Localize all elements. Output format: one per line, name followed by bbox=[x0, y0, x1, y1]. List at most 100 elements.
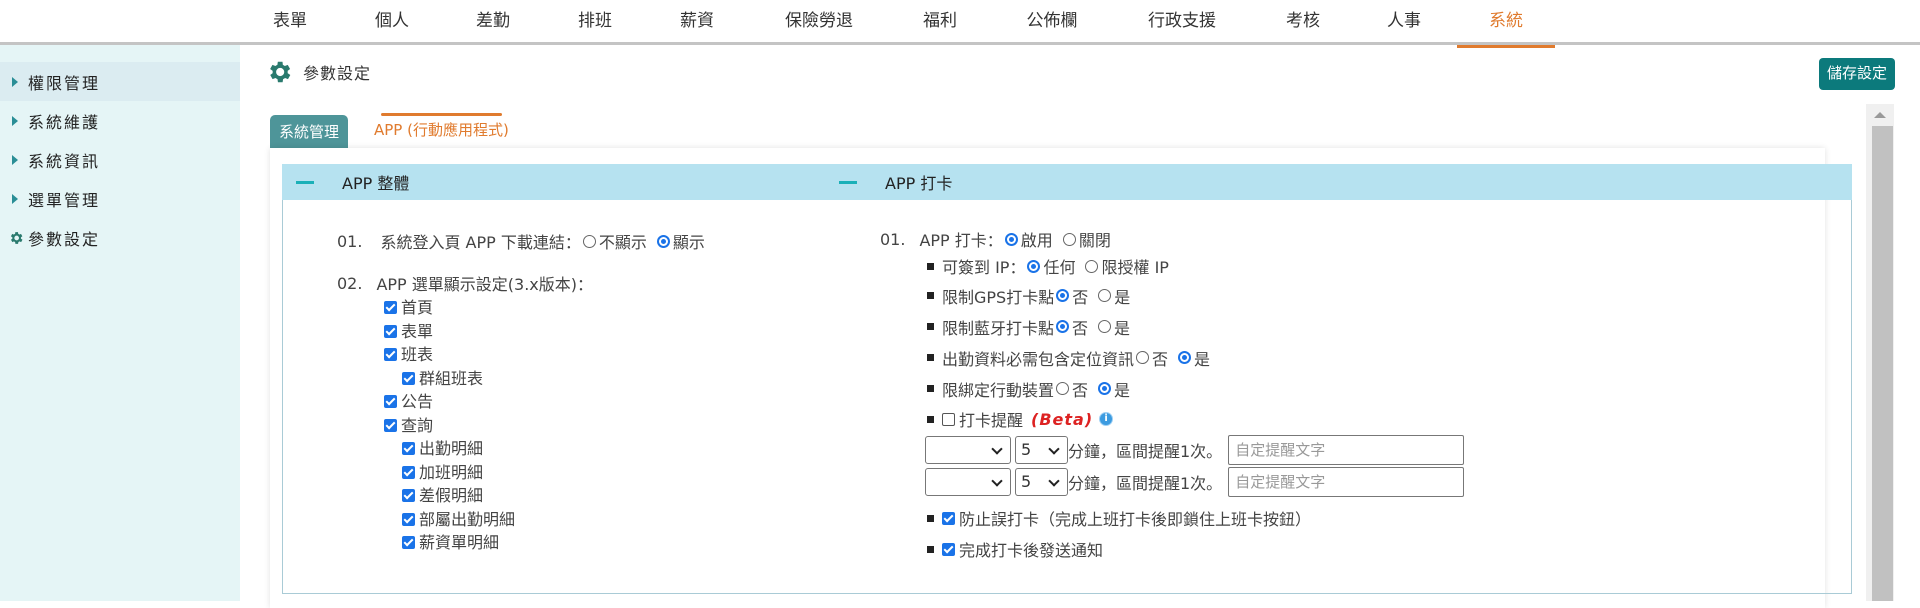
nav-item-hr[interactable]: 人事 bbox=[1387, 11, 1421, 31]
option-label: 關閉 bbox=[1078, 231, 1111, 250]
sidebar-item-system-maintenance[interactable]: 系統維護 bbox=[0, 101, 240, 140]
setting-label: 完成打卡後發送通知 bbox=[959, 541, 1104, 560]
setting-notify-after-punch: 完成打卡後發送通知 bbox=[927, 534, 1464, 564]
checkbox[interactable] bbox=[402, 536, 415, 550]
triangle-right-icon bbox=[12, 193, 18, 204]
menu-item-payslip-detail: 薪資單明細 bbox=[402, 531, 705, 555]
radio-yes[interactable] bbox=[1098, 320, 1112, 333]
reminder-custom-text-input[interactable] bbox=[1228, 466, 1465, 497]
setting-require-location: 出勤資料必需包含定位資訊 否 是 bbox=[927, 342, 1464, 373]
notify-checkbox[interactable] bbox=[942, 542, 955, 556]
nav-item-insurance[interactable]: 保險勞退 bbox=[785, 11, 853, 31]
prevent-mispunch-checkbox[interactable] bbox=[942, 511, 955, 525]
sidebar-item-label: 參數設定 bbox=[28, 229, 101, 249]
bullet-icon bbox=[927, 415, 934, 423]
checkbox[interactable] bbox=[402, 371, 415, 385]
bullet-icon bbox=[927, 262, 934, 270]
setting-label: 出勤資料必需包含定位資訊 bbox=[942, 349, 1135, 369]
radio-no[interactable] bbox=[1056, 320, 1070, 333]
bullet-icon bbox=[927, 385, 934, 392]
nav-item-payroll[interactable]: 薪資 bbox=[680, 11, 714, 31]
checkbox[interactable] bbox=[384, 348, 397, 362]
reminder-row: 5 分鐘，區間提醒1次。 bbox=[925, 465, 1465, 498]
checkbox-label: 薪資單明細 bbox=[419, 533, 500, 552]
checkbox[interactable] bbox=[402, 512, 415, 526]
section-header-bar: APP 整體 APP 打卡 bbox=[282, 164, 1852, 200]
checkbox-label: 部屬出勤明細 bbox=[419, 509, 516, 529]
menu-item-leave-detail: 差假明細 bbox=[402, 484, 705, 508]
radio-no[interactable] bbox=[1136, 351, 1150, 364]
option-label: 啟用 bbox=[1020, 231, 1053, 250]
collapse-icon[interactable] bbox=[296, 180, 314, 184]
scroll-up-arrow-icon[interactable] bbox=[1874, 112, 1886, 118]
setting-label: APP 選單顯示設定(3.x版本)： bbox=[376, 275, 594, 294]
nav-item-scheduling[interactable]: 排班 bbox=[578, 11, 612, 31]
option-label: 是 bbox=[1114, 318, 1131, 338]
radio-any-ip[interactable] bbox=[1027, 259, 1041, 273]
reminder-checkbox[interactable] bbox=[942, 412, 955, 426]
nav-item-system[interactable]: 系統 bbox=[1457, 0, 1555, 48]
checkbox-label: 群組班表 bbox=[419, 368, 484, 388]
radio-show[interactable] bbox=[656, 234, 670, 248]
nav-item-forms[interactable]: 表單 bbox=[273, 11, 307, 31]
nav-item-evaluation[interactable]: 考核 bbox=[1286, 11, 1320, 31]
sidebar-item-permissions[interactable]: 權限管理 bbox=[0, 62, 240, 101]
sidebar-item-system-info[interactable]: 系統資訊 bbox=[0, 140, 240, 179]
checkbox[interactable] bbox=[384, 418, 397, 432]
sidebar-item-label: 系統資訊 bbox=[28, 151, 101, 171]
menu-item-schedule: 班表 bbox=[384, 343, 705, 367]
radio-authorized-ip[interactable] bbox=[1085, 259, 1099, 273]
sidebar-item-parameter-settings[interactable]: 參數設定 bbox=[0, 218, 240, 257]
nav-item-personal[interactable]: 個人 bbox=[375, 11, 409, 31]
radio-enable[interactable] bbox=[1004, 232, 1018, 246]
reminder-minutes-select[interactable]: 5 bbox=[1015, 467, 1068, 496]
reminder-minutes-select[interactable]: 5 bbox=[1015, 435, 1068, 464]
checkbox[interactable] bbox=[384, 395, 397, 409]
setting-menu-display: 02. APP 選單顯示設定(3.x版本)： bbox=[337, 270, 705, 296]
info-icon[interactable]: i bbox=[1099, 412, 1114, 426]
radio-disable[interactable] bbox=[1062, 232, 1076, 246]
checkbox[interactable] bbox=[402, 489, 415, 503]
checkbox[interactable] bbox=[384, 324, 397, 338]
sidebar-item-menu-management[interactable]: 選單管理 bbox=[0, 179, 240, 218]
save-settings-button[interactable]: 儲存設定 bbox=[1819, 58, 1896, 90]
checkbox[interactable] bbox=[384, 301, 397, 315]
reminder-custom-text-input[interactable] bbox=[1228, 434, 1465, 465]
section-title: APP 打卡 bbox=[885, 174, 953, 193]
tab-system-management[interactable]: 系統管理 bbox=[270, 115, 349, 149]
reminder-time-select[interactable] bbox=[925, 467, 1011, 496]
checkbox[interactable] bbox=[402, 465, 415, 479]
item-number: 01. bbox=[880, 229, 906, 249]
setting-punch-reminder: 打卡提醒 (Beta) i bbox=[927, 404, 1464, 434]
setting-app-punch: 01. APP 打卡： 啟用 關閉 bbox=[880, 226, 1464, 252]
radio-yes[interactable] bbox=[1178, 351, 1192, 364]
checkbox-label: 查詢 bbox=[401, 415, 434, 435]
tab-app[interactable]: APP (行動應用程式) bbox=[365, 113, 518, 149]
scrollbar-thumb[interactable] bbox=[1872, 126, 1893, 601]
section-header-app-punch: APP 打卡 bbox=[839, 164, 952, 200]
setting-label: APP 打卡： bbox=[919, 231, 1003, 250]
option-label: 任何 bbox=[1043, 258, 1076, 277]
page-title: 參數設定 bbox=[303, 64, 372, 83]
checkbox[interactable] bbox=[402, 442, 415, 456]
nav-item-welfare[interactable]: 福利 bbox=[923, 11, 957, 31]
section-title: APP 整體 bbox=[342, 174, 410, 193]
radio-yes[interactable] bbox=[1098, 382, 1112, 395]
nav-item-admin-support[interactable]: 行政支援 bbox=[1148, 11, 1216, 31]
left-column: 01. 系統登入頁 APP 下載連結： 不顯示 顯示 02. APP 選單顯示設… bbox=[337, 228, 705, 555]
radio-yes[interactable] bbox=[1098, 289, 1112, 302]
bullet-icon bbox=[927, 292, 934, 299]
nav-item-bulletin[interactable]: 公佈欄 bbox=[1026, 11, 1078, 31]
menu-item-announcements: 公告 bbox=[384, 390, 705, 414]
item-number: 02. bbox=[337, 273, 363, 293]
checkbox-label: 班表 bbox=[401, 345, 434, 364]
radio-hide[interactable] bbox=[582, 234, 596, 248]
option-label: 是 bbox=[1114, 287, 1131, 307]
radio-no[interactable] bbox=[1056, 382, 1070, 395]
radio-no[interactable] bbox=[1056, 289, 1070, 302]
sidebar: 權限管理 系統維護 系統資訊 選單管理 參數設定 bbox=[0, 45, 240, 601]
reminder-time-select[interactable] bbox=[925, 435, 1011, 464]
collapse-icon[interactable] bbox=[839, 180, 857, 184]
vertical-scrollbar[interactable] bbox=[1866, 104, 1894, 601]
nav-item-attendance[interactable]: 差勤 bbox=[476, 11, 510, 31]
